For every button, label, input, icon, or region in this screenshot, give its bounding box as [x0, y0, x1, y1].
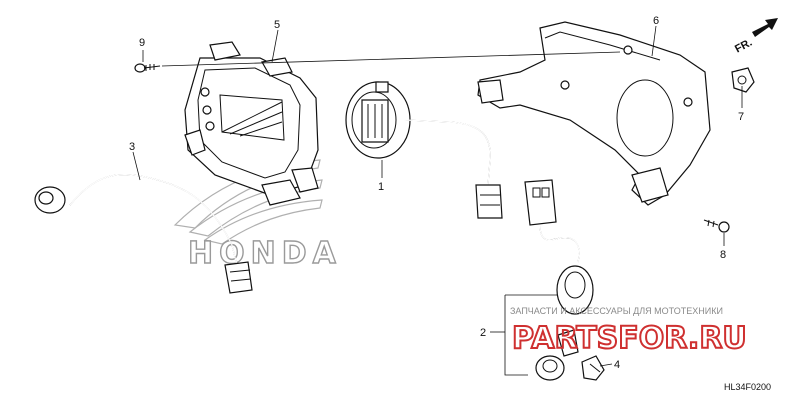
callout-7[interactable]: 7	[738, 111, 744, 123]
wire-harness-3[interactable]	[34, 174, 253, 294]
fr-arrow-icon	[752, 18, 778, 37]
callout-2[interactable]: 2	[480, 327, 486, 339]
callout-6[interactable]: 6	[653, 15, 659, 27]
watermark-caption: ЗАПЧАСТИ И АКСЕССУАРЫ ДЛЯ МОТОТЕХНИКИ	[510, 306, 723, 316]
bolt-8[interactable]	[703, 219, 730, 233]
clip-7[interactable]	[731, 67, 755, 93]
diagram-code: HL34F0200	[724, 382, 771, 392]
honda-wing-logo	[173, 159, 323, 245]
honda-logo-text: HONDA	[188, 236, 342, 271]
callout-1[interactable]: 1	[378, 181, 384, 193]
fr-label: FR.	[733, 37, 754, 56]
screw-9[interactable]	[134, 63, 161, 73]
callout-5[interactable]: 5	[274, 19, 280, 31]
watermark-logo: PARTSFOR.RU	[512, 321, 747, 356]
callout-4[interactable]: 4	[614, 359, 620, 371]
switch-assembly-2[interactable]	[524, 179, 594, 381]
meter-bracket-6[interactable]	[477, 21, 711, 206]
watermark: ЗАПЧАСТИ И АКСЕССУАРЫ ДЛЯ МОТОТЕХНИКИ PA…	[510, 306, 748, 357]
socket-assembly-1[interactable]	[345, 81, 503, 219]
callout-3[interactable]: 3	[129, 141, 135, 153]
front-direction-indicator: FR.	[733, 18, 778, 56]
leader-lines	[132, 25, 743, 376]
key-4[interactable]	[581, 355, 605, 381]
callout-8[interactable]: 8	[720, 249, 726, 261]
meter-assembly[interactable]	[184, 41, 319, 206]
callout-9[interactable]: 9	[139, 37, 145, 49]
